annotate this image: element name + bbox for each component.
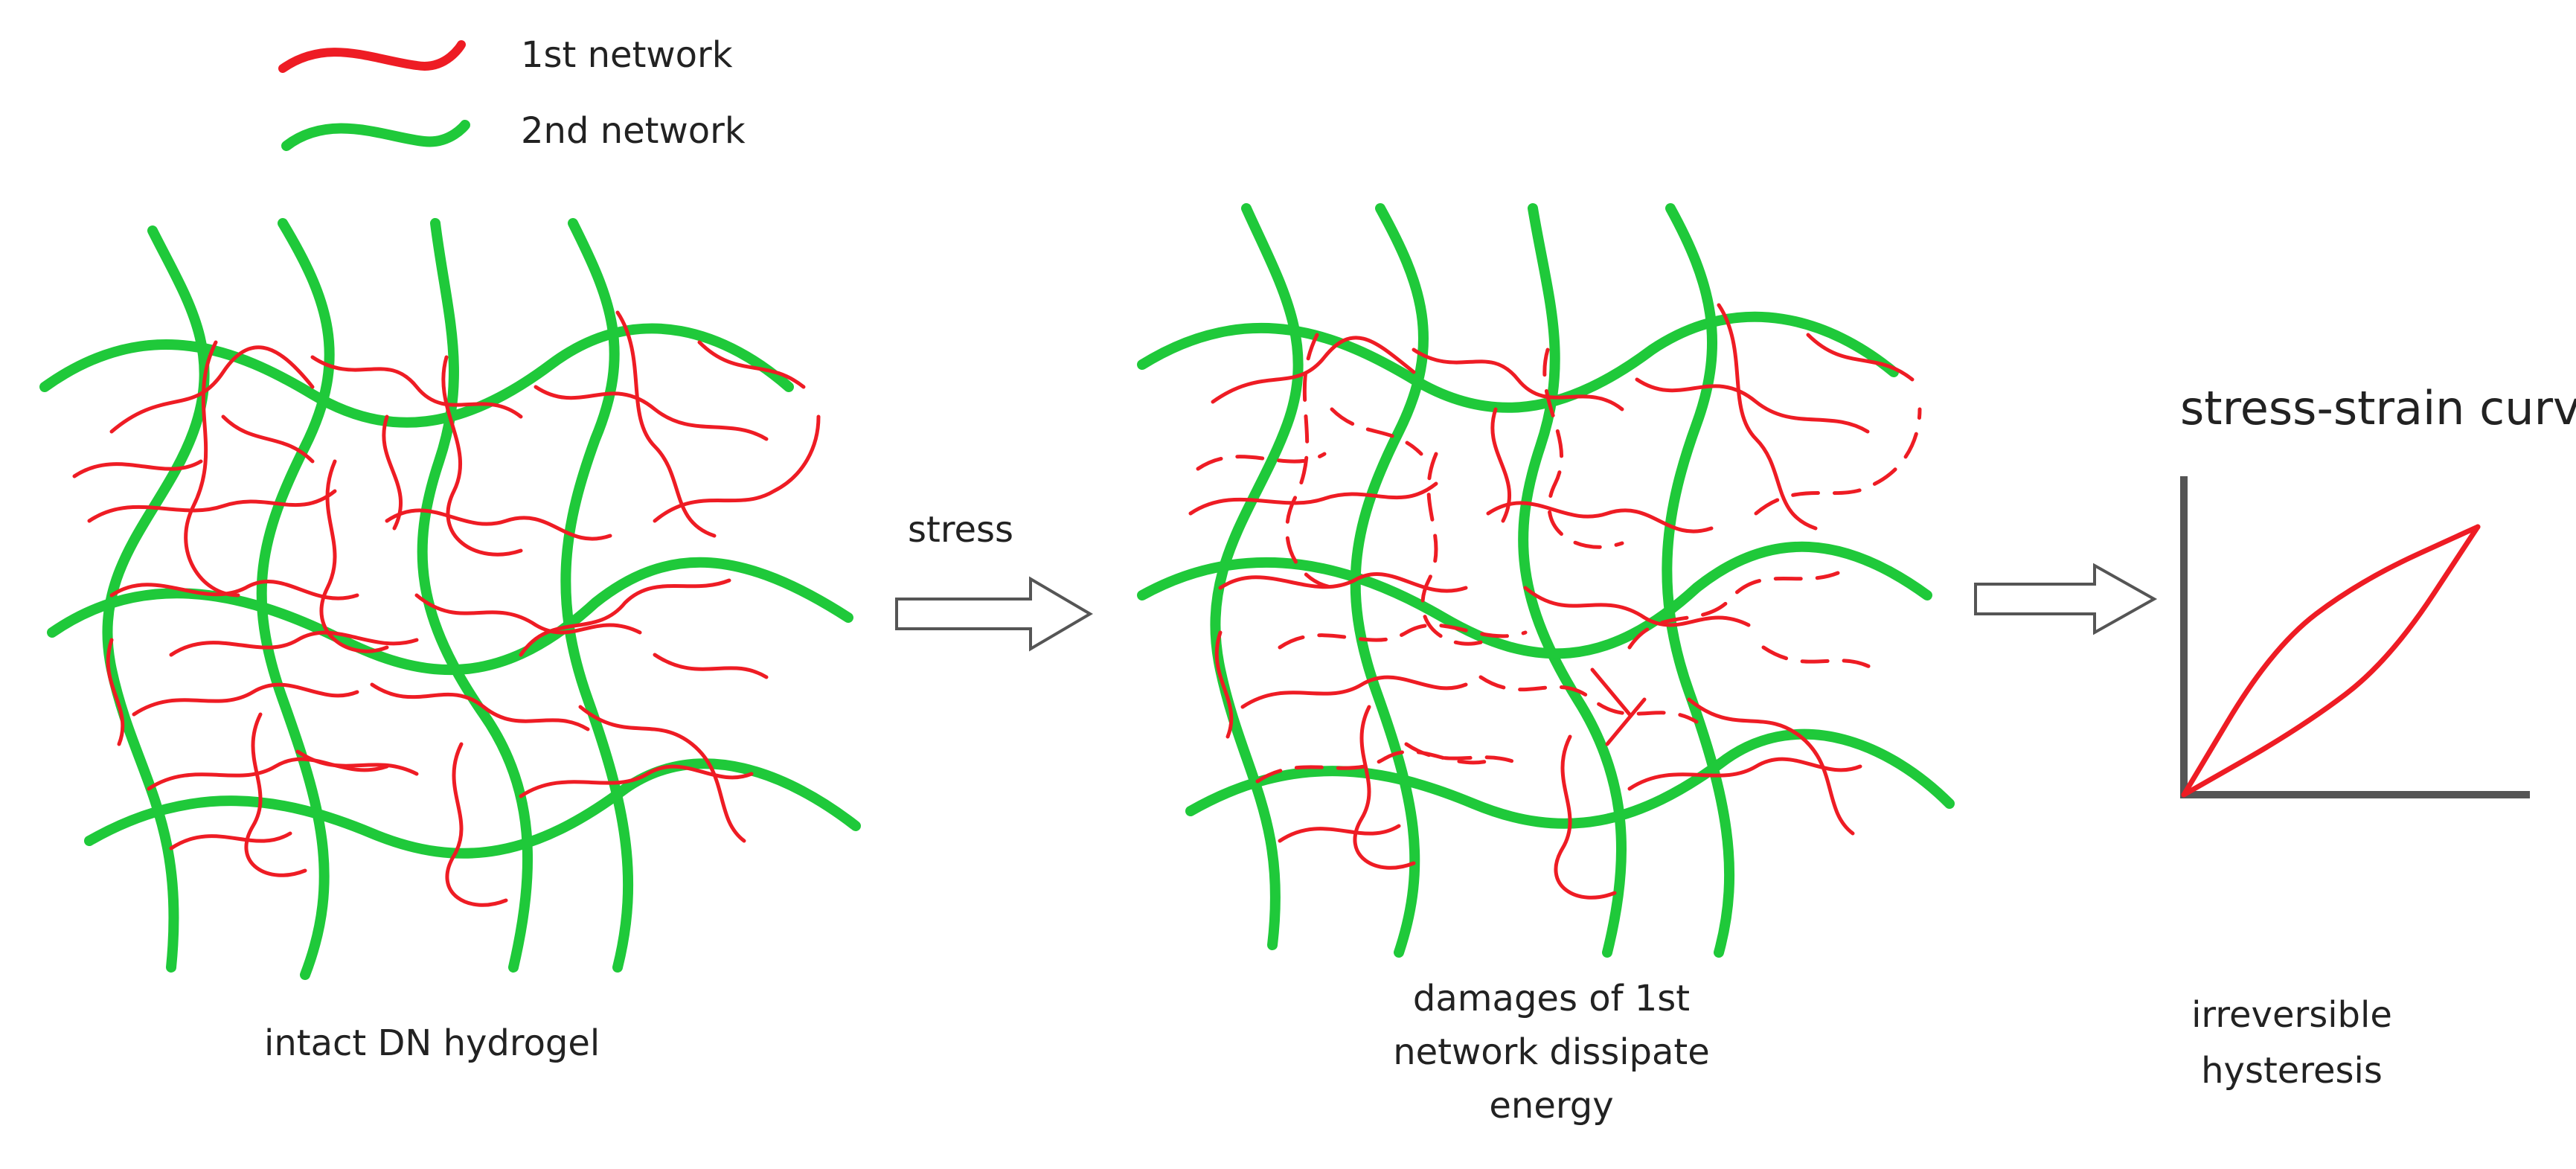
caption-damaged-line-2: network dissipate — [1393, 1031, 1710, 1073]
stress-arrow — [895, 576, 1093, 652]
stress-arrow-group: stress — [895, 509, 1093, 652]
caption-intact: intact DN hydrogel — [264, 1022, 600, 1064]
damaged-network — [1137, 203, 1955, 958]
legend-swatch-2nd-network — [281, 120, 470, 151]
stress-label: stress — [908, 509, 1013, 551]
stress-strain-chart: stress-strain curve — [2180, 381, 2576, 798]
legend-label-2nd-network: 2nd network — [521, 110, 746, 152]
intact-1st-network-strands — [72, 310, 821, 907]
loading-curve — [2181, 524, 2481, 798]
caption-damaged-line-1: damages of 1st — [1413, 978, 1690, 1019]
intact-2nd-network-strands — [39, 218, 861, 980]
unloading-curve — [2181, 524, 2481, 798]
result-arrow — [1974, 563, 2158, 635]
damaged-1st-network-strands — [1188, 303, 1922, 900]
legend-label-1st-network: 1st network — [521, 34, 733, 76]
legend-swatch-1st-network — [278, 40, 466, 73]
caption-hysteresis-line-2: hysteresis — [2201, 1050, 2383, 1092]
chart-title: stress-strain curve — [2180, 381, 2576, 435]
caption-damaged-line-3: energy — [1489, 1085, 1613, 1127]
legend: 1st network 2nd network — [278, 34, 746, 152]
intact-network — [39, 218, 861, 980]
damaged-2nd-network-strands — [1137, 203, 1955, 958]
caption-hysteresis-line-1: irreversible — [2191, 994, 2392, 1036]
